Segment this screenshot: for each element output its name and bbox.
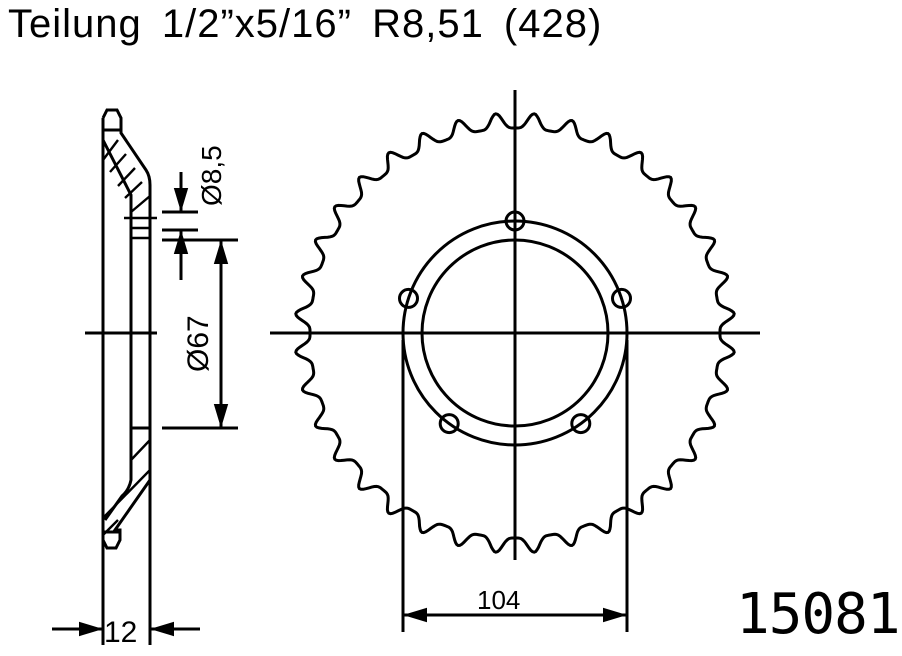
- side-upper-ticks: [124, 216, 157, 240]
- bolt-hole: [570, 413, 592, 435]
- bolt-hole: [398, 287, 419, 309]
- center-bore: [420, 238, 610, 428]
- dim-span-label: 104: [477, 585, 520, 615]
- drawing-title: Teilung 1/2”x5/16” R8,51 (428): [8, 2, 603, 46]
- bolt-hole: [611, 287, 632, 309]
- side-upper-hatch: [102, 139, 151, 213]
- bolt-hole: [504, 210, 526, 232]
- dim-bore-label: Ø67: [182, 315, 215, 372]
- dim-width-label: 12: [104, 616, 137, 649]
- side-upper-tooth: [101, 108, 152, 240]
- part-number: 15081: [736, 582, 901, 647]
- bolt-hole: [438, 413, 460, 435]
- bolt-holes: [398, 210, 632, 435]
- sprocket-teeth-outline: [294, 112, 736, 554]
- front-view: 104: [270, 90, 760, 632]
- side-lower-tooth: [101, 426, 152, 550]
- side-view: Ø8,5 Ø67 12: [52, 108, 238, 649]
- dim-hole-label: Ø8,5: [196, 145, 227, 206]
- side-lower-hatch: [102, 439, 151, 536]
- bolt-circle: [401, 219, 629, 447]
